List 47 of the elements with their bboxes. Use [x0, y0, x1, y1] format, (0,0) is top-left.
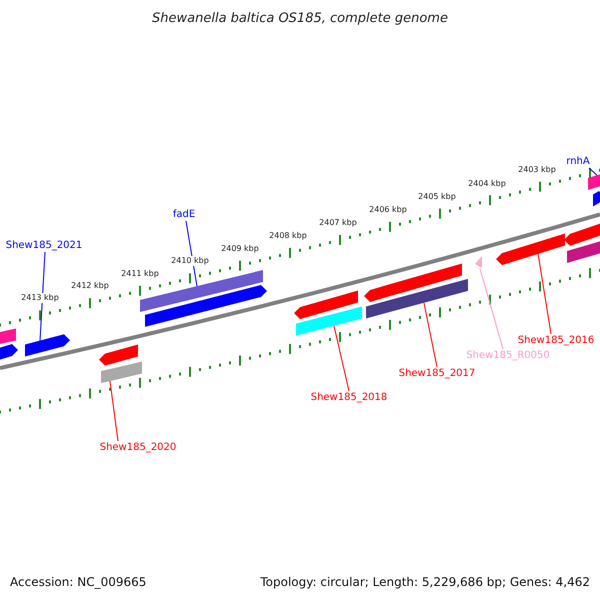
- leader-line: [334, 325, 350, 392]
- gene-block: [0, 344, 18, 362]
- gene-bar: [588, 172, 600, 190]
- gene-label: Shew185_2016: [518, 335, 594, 347]
- gene-block: [294, 290, 358, 320]
- title: Shewanella baltica OS185, complete genome: [151, 10, 449, 28]
- gene-label: Shew185_2020: [100, 442, 176, 454]
- leader-line: [538, 252, 552, 334]
- footer-text: Accession: NC_009665: [10, 575, 146, 589]
- leader-line: [110, 380, 118, 442]
- scale-label: 2413 kbp: [21, 293, 59, 304]
- scale-label: 2407 kbp: [319, 218, 357, 228]
- leader-line: [480, 268, 504, 350]
- gene-block: [364, 264, 462, 302]
- scale-label: 2405 kbp: [418, 192, 456, 202]
- leader-line: [186, 220, 198, 287]
- gene-label: Shew185_R0050: [466, 350, 550, 362]
- scale-label: 2410 kbp: [171, 256, 209, 266]
- gene-block: [25, 334, 70, 356]
- gene-triangle: [475, 256, 482, 268]
- gene-label: Shew185_2021: [6, 240, 82, 252]
- scale-label: 2411 kbp: [121, 268, 159, 279]
- scale-label: 2403 kbp: [518, 165, 556, 176]
- scale-label: 2406 kbp: [369, 205, 407, 216]
- scale-label: 2409 kbp: [221, 244, 259, 254]
- scale-label: 2412 kbp: [71, 281, 109, 292]
- gene-label: Shew185_2017: [398, 368, 476, 380]
- gene-bar: [0, 328, 16, 346]
- gene-block: [496, 234, 565, 266]
- leader-line: [424, 302, 438, 368]
- gene-block: [564, 222, 600, 246]
- gene-bar: [567, 240, 600, 263]
- gene-bar: [296, 306, 362, 336]
- gene-block: [99, 344, 138, 366]
- gene-block: [145, 284, 267, 327]
- scale-label: 2404 kbp: [468, 179, 506, 189]
- gene-bar: [101, 362, 142, 384]
- leader-line: [40, 252, 46, 342]
- gene-block: [593, 190, 600, 206]
- gene-label: fadE: [172, 209, 196, 221]
- leader-line: [588, 168, 598, 176]
- gene-label: Shew185_2018: [310, 392, 388, 404]
- footer-text: Topology: circular; Length: 5,229,686 bp; Genes: 4,462: [260, 575, 590, 589]
- gene-bar: [366, 278, 468, 318]
- scale-label: 2408 kbp: [269, 231, 307, 242]
- gene-bar: [140, 270, 263, 312]
- gene-label: rnhA: [566, 156, 590, 168]
